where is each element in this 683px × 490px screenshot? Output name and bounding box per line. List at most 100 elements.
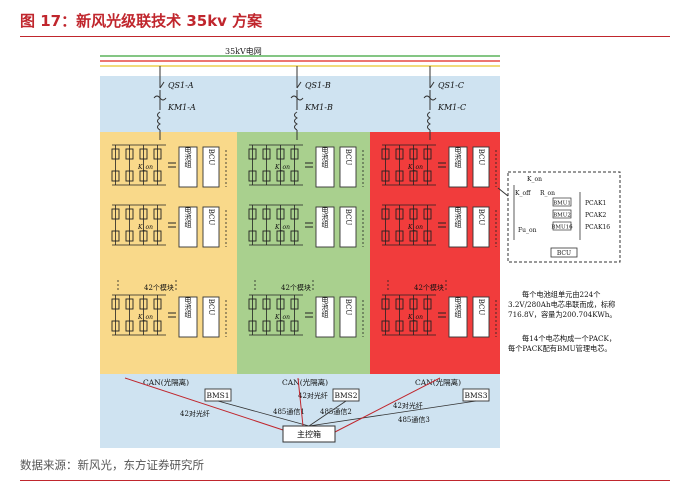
kon-label: K_on	[407, 224, 423, 231]
inset-bmu-box	[552, 197, 572, 207]
footer-divider	[20, 480, 670, 481]
bcu-label: BCU	[477, 149, 485, 166]
module-count-label: 42个模块	[414, 283, 444, 292]
battery-label: 电池组	[321, 296, 329, 318]
inset-k-off: K_off	[515, 190, 531, 197]
battery-box	[315, 146, 335, 188]
battery-box	[178, 206, 198, 248]
fiber-bundle	[297, 377, 304, 427]
bcu-label: BCU	[477, 299, 485, 316]
battery-box	[448, 146, 468, 188]
battery-label: 电池组	[454, 206, 462, 228]
breaker-symbol	[290, 95, 304, 101]
title-divider	[20, 36, 670, 37]
data-source: 数据来源：新风光，东方证券研究所	[20, 458, 204, 472]
battery-box	[315, 296, 335, 338]
fiber-label: 42对光纤	[298, 391, 328, 400]
breaker-symbol	[153, 95, 167, 101]
bms-label: BMS3	[464, 391, 487, 400]
battery-label: 电池组	[321, 146, 329, 168]
bcu-label: BCU	[344, 209, 352, 226]
bms-label: BMS2	[334, 391, 357, 400]
reactor-coil	[427, 111, 431, 131]
bcu-box	[202, 206, 220, 248]
reactor-coil	[294, 111, 298, 131]
switch-contact	[296, 81, 302, 89]
breaker-symbol	[423, 95, 437, 101]
bcu-label: BCU	[207, 209, 215, 226]
bcu-label: BCU	[207, 299, 215, 316]
breaker-label: KM1-A	[167, 103, 196, 112]
switch-contact	[159, 81, 165, 89]
bcu-box	[202, 146, 220, 188]
bcu-label: BCU	[207, 149, 215, 166]
kon-label: K_on	[407, 164, 423, 171]
can-label: CAN(光隔离)	[282, 377, 328, 387]
bcu-label: BCU	[344, 299, 352, 316]
switch-label: QS1-A	[168, 81, 194, 90]
can-label: CAN(光隔离)	[143, 377, 189, 387]
inset-fuse: Fu_on	[518, 227, 537, 234]
comm-label: 485通信2	[320, 407, 352, 416]
reactor-coil	[157, 111, 161, 131]
bcu-box	[202, 296, 220, 338]
can-label: CAN(光隔离)	[415, 377, 461, 387]
breaker-label: KM1-B	[304, 103, 333, 112]
fiber-bundle	[334, 377, 441, 433]
fiber-bundle	[124, 377, 284, 431]
kon-label: K_on	[137, 164, 153, 171]
battery-label: 电池组	[454, 296, 462, 318]
inset-pointer	[497, 187, 509, 197]
battery-box	[178, 296, 198, 338]
kon-label: K_on	[274, 314, 290, 321]
note-2: 每14个电芯构成一个PACK，每个PACK配有BMU管理电芯。	[508, 334, 617, 353]
main-controller-box	[282, 425, 336, 443]
switch-contact	[429, 81, 435, 89]
kon-label: K_on	[137, 314, 153, 321]
battery-label: 电池组	[321, 206, 329, 228]
kon-label: K_on	[137, 224, 153, 231]
rs485-link	[308, 400, 347, 427]
bcu-label: BCU	[344, 149, 352, 166]
comm-label: 485通信1	[273, 407, 305, 416]
battery-label: 电池组	[184, 206, 192, 228]
comm-label: 485通信3	[398, 415, 430, 424]
inset-k-on: K_on	[527, 176, 542, 183]
battery-box	[448, 206, 468, 248]
bms-label: BMS1	[206, 391, 229, 400]
battery-label: 电池组	[454, 146, 462, 168]
note-1: 每个电池组单元由224个3.2V/280Ah电芯串联而成，标称716.8V，容量…	[508, 290, 617, 319]
rs485-link	[308, 400, 477, 427]
grid-label: 35kV电网	[225, 46, 262, 56]
inset-bmu-label: BMU16	[551, 225, 573, 231]
note-2-container: 每14个电芯构成一个PACK，每个PACK配有BMU管理电芯。	[508, 334, 617, 353]
inset-bmu-box	[552, 221, 572, 231]
inset-bcu-label: BCU	[557, 250, 571, 257]
inset-r-on: R_on	[540, 190, 555, 197]
inset-pack-label: PCAK2	[585, 212, 606, 219]
kon-label: K_on	[274, 224, 290, 231]
note-1-container: 每个电池组单元由224个3.2V/280Ah电芯串联而成，标称716.8V，容量…	[508, 290, 617, 319]
battery-box	[315, 206, 335, 248]
bcu-box	[472, 206, 490, 248]
switch-label: QS1-C	[438, 81, 464, 90]
fiber-label: 42对光纤	[180, 409, 210, 418]
main-controller-label: 主控箱	[297, 429, 321, 439]
battery-label: 电池组	[184, 146, 192, 168]
breaker-label: KM1-C	[437, 103, 466, 112]
inset-bmu-label: BMU1	[553, 201, 571, 207]
page-title: 图 17：新风光级联技术 35kv 方案	[20, 12, 263, 30]
bcu-label: BCU	[477, 209, 485, 226]
inset-pack-label: PCAK16	[585, 224, 610, 231]
rs485-link	[217, 400, 310, 427]
battery-box	[178, 146, 198, 188]
fiber-label: 42对光纤	[393, 401, 423, 410]
switch-label: QS1-B	[305, 81, 331, 90]
battery-label: 电池组	[184, 296, 192, 318]
bcu-box	[339, 296, 357, 338]
kon-label: K_on	[274, 164, 290, 171]
bcu-box	[339, 206, 357, 248]
module-count-label: 42个模块	[144, 283, 174, 292]
battery-box	[448, 296, 468, 338]
